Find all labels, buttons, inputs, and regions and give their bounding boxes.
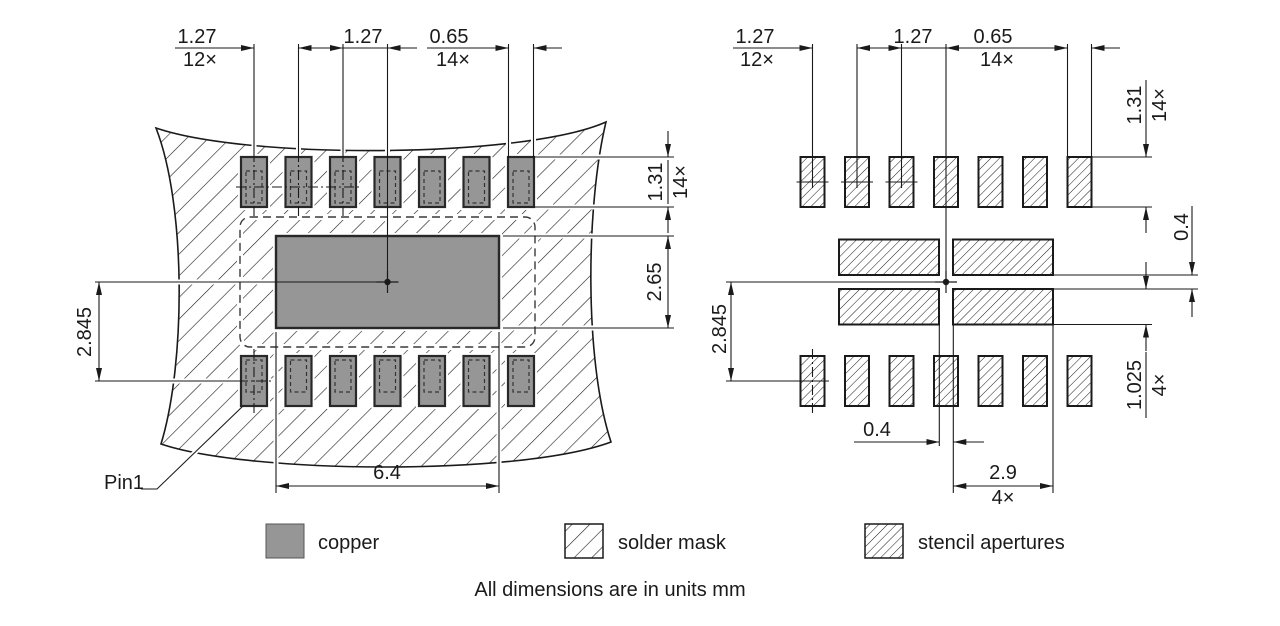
right-dimension-lines bbox=[726, 44, 1198, 493]
dim-row-offset-value: 2.845 bbox=[74, 307, 96, 357]
dim-pitch-count-right: 12× bbox=[740, 49, 774, 71]
dim-pad-width-count: 14× bbox=[436, 49, 470, 71]
dim-pitch-value-right: 1.27 bbox=[736, 26, 775, 48]
dim-center-aperture-width-count: 4× bbox=[992, 487, 1015, 509]
stencil-apertures-bottom-row bbox=[799, 355, 1093, 407]
dim-center-gap-h-value: 0.4 bbox=[863, 419, 891, 441]
right-dimension-labels: 1.27 12× 1.27 0.65 14× 1.31 14× 0.4 1.02… bbox=[709, 26, 1193, 509]
thermal-stencil-apertures bbox=[838, 238, 1054, 326]
dim-pad-height-value: 1.31 bbox=[645, 163, 667, 202]
dim-aperture-height-count: 14× bbox=[1149, 88, 1171, 122]
dim-center-aperture-width-value: 2.9 bbox=[989, 462, 1017, 484]
dim-aperture-width-count: 14× bbox=[980, 49, 1014, 71]
dim-center-aperture-height-value: 1.025 bbox=[1124, 360, 1146, 410]
dim-center-gap-value: 1.27 bbox=[344, 26, 383, 48]
dim-pad-width-value: 0.65 bbox=[430, 26, 469, 48]
dim-thermal-height-value: 2.65 bbox=[644, 263, 666, 302]
dim-aperture-width-value: 0.65 bbox=[974, 26, 1013, 48]
left-dimension-labels: 1.27 12× 1.27 0.65 14× 1.31 14× 2.65 2.8… bbox=[74, 26, 692, 494]
legend: copper solder mask stencil apertures bbox=[265, 523, 1065, 559]
copper-swatch bbox=[265, 523, 305, 559]
copper-pads-bottom-row bbox=[239, 354, 536, 408]
dim-row-offset-value-right: 2.845 bbox=[709, 304, 731, 354]
dim-center-gap-v-value: 0.4 bbox=[1171, 213, 1193, 241]
dim-pitch-value: 1.27 bbox=[178, 26, 217, 48]
dim-pad-height-count: 14× bbox=[670, 165, 692, 199]
dim-thermal-width-value: 6.4 bbox=[373, 462, 401, 484]
solder-mask-swatch bbox=[564, 523, 604, 559]
stencil-apertures-legend-label: stencil apertures bbox=[918, 532, 1065, 554]
stencil-aperture-view: 1.27 12× 1.27 0.65 14× 1.31 14× 0.4 1.02… bbox=[709, 26, 1198, 509]
copper-land-pattern-view: 1.27 12× 1.27 0.65 14× 1.31 14× 2.65 2.8… bbox=[74, 26, 692, 494]
stencil-apertures-swatch bbox=[864, 523, 904, 559]
copper-legend-label: copper bbox=[318, 532, 379, 554]
units-note: All dimensions are in units mm bbox=[474, 579, 745, 601]
dim-pitch-count: 12× bbox=[183, 49, 217, 71]
solder-mask-legend-label: solder mask bbox=[618, 532, 727, 554]
pin1-label: Pin1 bbox=[104, 472, 144, 494]
dim-center-aperture-height-count: 4× bbox=[1149, 374, 1171, 397]
left-dimension-lines bbox=[95, 44, 674, 493]
dim-aperture-height-value: 1.31 bbox=[1124, 86, 1146, 125]
dim-center-gap-value-right: 1.27 bbox=[894, 26, 933, 48]
